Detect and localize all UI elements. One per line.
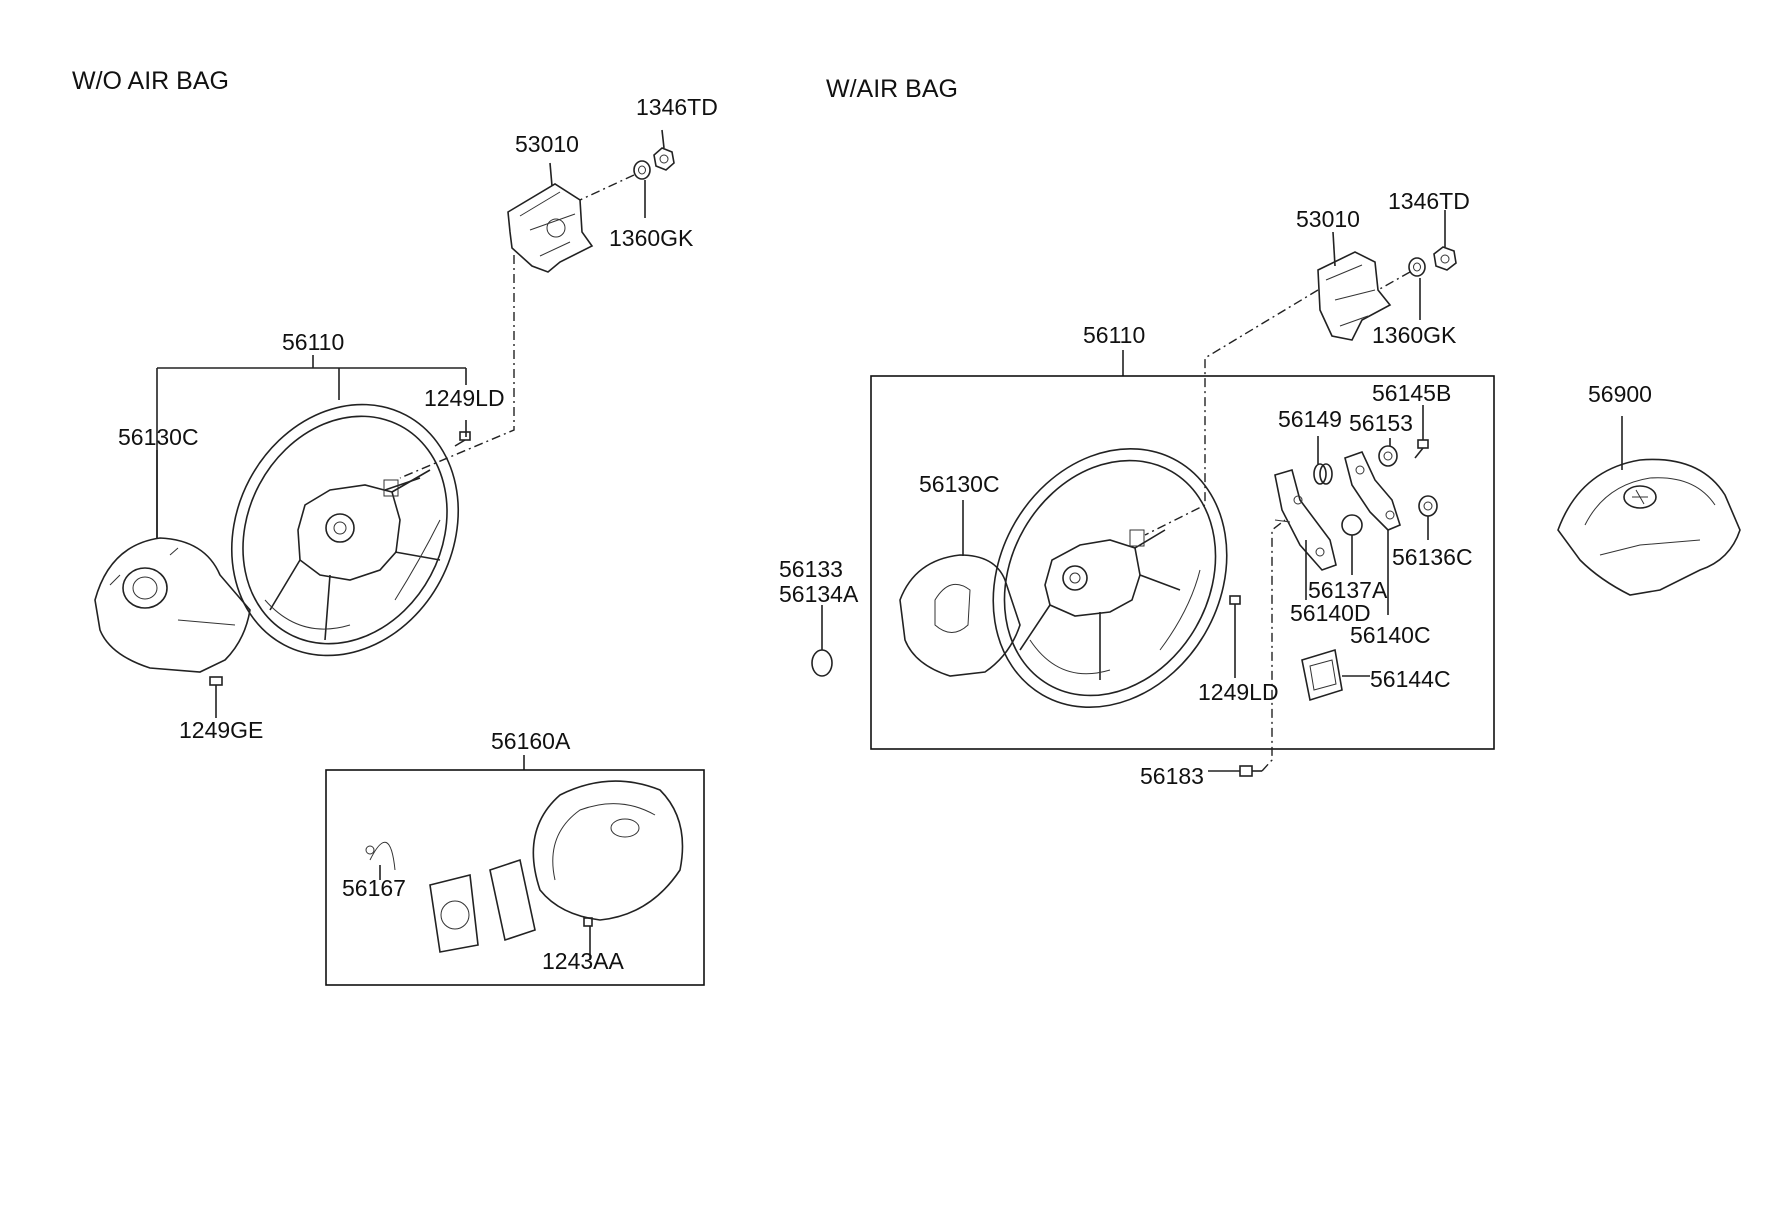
- right-steering-wheel: [992, 447, 1228, 709]
- left-56110-leader: [156, 355, 467, 538]
- left-bracket-53010: [507, 183, 594, 273]
- label-right-56183: 56183: [1140, 763, 1204, 789]
- label-right-1346td: 1346TD: [1388, 188, 1470, 214]
- label-right-1249ld: 1249LD: [1198, 679, 1279, 705]
- left-nut-1346td: [653, 147, 675, 171]
- right-bracket-56140c: [1344, 451, 1401, 531]
- label-right-56153: 56153: [1349, 410, 1413, 436]
- left-washer-1360gk: [633, 160, 651, 180]
- label-right-56133: 56133: [779, 556, 843, 582]
- right-wheel-assy-box: [870, 375, 1495, 750]
- right-part-56136c: [1418, 495, 1438, 517]
- right-bracket-56140d: [1274, 469, 1337, 571]
- label-right-56136c: 56136C: [1392, 544, 1473, 570]
- label-right-56900: 56900: [1588, 381, 1652, 407]
- right-screw-56183: [1239, 765, 1262, 777]
- right-ring-56137a: [1341, 514, 1363, 536]
- label-right-56140c: 56140C: [1350, 622, 1431, 648]
- right-nut-1346td: [1433, 246, 1457, 271]
- right-screw-56145b: [1414, 439, 1429, 459]
- label-left-53010: 53010: [515, 131, 579, 157]
- label-right-1360gk: 1360GK: [1372, 322, 1457, 348]
- right-horn-pad-56130c: [899, 554, 1021, 677]
- right-part-56153: [1378, 445, 1398, 467]
- right-screw-1249ld: [1229, 595, 1241, 612]
- right-bracket-53010: [1317, 251, 1392, 341]
- label-right-53010: 53010: [1296, 206, 1360, 232]
- left-horn-pad-56130c: [94, 537, 251, 673]
- label-right-56130c: 56130C: [919, 471, 1000, 497]
- left-airbag-module: [365, 780, 684, 953]
- label-right-56149: 56149: [1278, 406, 1342, 432]
- right-cap-56133: [811, 649, 833, 677]
- section-title-with-airbag: W/AIR BAG: [826, 75, 958, 103]
- label-left-1243aa: 1243AA: [542, 948, 624, 974]
- label-left-1249ld: 1249LD: [424, 385, 505, 411]
- left-airbag-kit-box: [325, 769, 705, 986]
- left-screw-1249ld: [454, 420, 471, 447]
- label-left-56160a: 56160A: [491, 728, 571, 754]
- label-left-56130c: 56130C: [118, 424, 199, 450]
- label-right-56110: 56110: [1083, 322, 1146, 348]
- right-spring-56149: [1313, 463, 1333, 485]
- label-left-1249ge: 1249GE: [179, 717, 264, 743]
- label-right-56144c: 56144C: [1370, 666, 1451, 692]
- left-steering-wheel: [230, 403, 460, 657]
- label-right-56134a: 56134A: [779, 581, 859, 607]
- right-airbag-56900: [1557, 458, 1741, 596]
- label-left-56110: 56110: [282, 329, 345, 355]
- label-left-1360gk: 1360GK: [609, 225, 694, 251]
- label-left-56167: 56167: [342, 875, 406, 901]
- label-right-56137a: 56137A: [1308, 577, 1388, 603]
- section-title-without-airbag: W/O AIR BAG: [72, 67, 229, 95]
- label-right-56140d: 56140D: [1290, 600, 1371, 626]
- right-washer-1360gk: [1408, 257, 1426, 277]
- label-right-56145b: 56145B: [1372, 380, 1452, 406]
- right-plate-56144c: [1301, 648, 1343, 702]
- left-screw-1249ge: [209, 676, 223, 718]
- label-left-1346td: 1346TD: [636, 94, 718, 120]
